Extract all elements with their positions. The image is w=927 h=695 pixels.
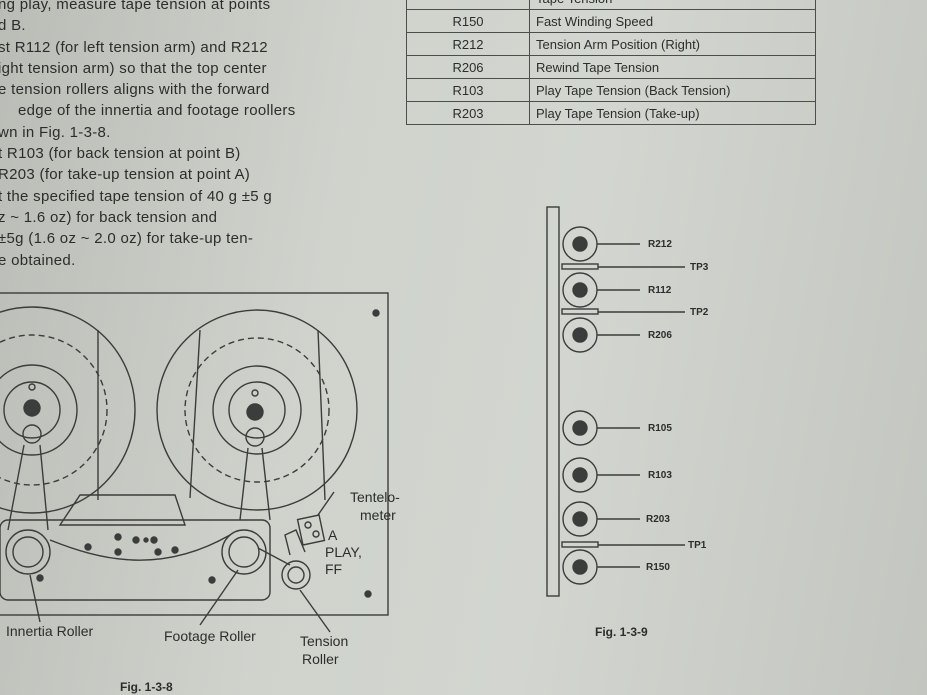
head-cover — [58, 494, 186, 526]
fig-1-3-9-caption: Fig. 1-3-9 — [595, 625, 648, 639]
label-tp2: TP2 — [690, 307, 709, 318]
tentelometer-label: meter — [360, 507, 396, 523]
pcb-board-edge — [546, 206, 560, 597]
text-line: t the specified tape tension of 40 g ±5 … — [0, 187, 273, 205]
text-line: t R103 (for back tension at point B) — [0, 145, 241, 163]
text-line: R203 (for take-up tension at point A) — [0, 166, 251, 184]
point-a-label: A — [328, 527, 338, 543]
label-r206: R206 — [648, 330, 672, 341]
label-r203: R203 — [646, 514, 670, 525]
left-reel — [0, 306, 136, 514]
text-line: ng play, measure tape tension at points — [0, 0, 271, 13]
ff-label: FF — [325, 561, 343, 577]
innertia-roller — [5, 529, 51, 575]
transport-plate — [0, 519, 271, 601]
text-line: e obtained. — [0, 251, 76, 269]
tension-roller-label: Tension — [300, 633, 349, 649]
text-line: e tension rollers aligns with the forwar… — [0, 81, 270, 99]
body-text: ng play, measure tape tension at points … — [0, 0, 348, 271]
text-line: edge of the innertia and footage rooller… — [18, 102, 296, 120]
trimmer-r112 — [562, 272, 640, 308]
footage-roller-label: Footage Roller — [164, 628, 256, 644]
right-reel — [156, 309, 358, 511]
text-line: z ~ 1.6 oz) for back tension and — [0, 208, 218, 226]
tension-roller — [281, 529, 311, 590]
trimmer-r203 — [562, 501, 640, 537]
tension-roller-label: Roller — [302, 651, 339, 667]
tentelometer-label: Tentelo- — [350, 489, 400, 505]
label-r105: R105 — [648, 423, 672, 434]
label-tp1: TP1 — [688, 540, 707, 551]
trimmer-r150 — [562, 549, 640, 585]
fig-1-3-8-caption: Fig. 1-3-8 — [120, 680, 173, 694]
label-r150: R150 — [646, 562, 670, 573]
text-line: st R112 (for left tension arm) and R212 — [0, 38, 268, 56]
text-line: ±5g (1.6 oz ~ 2.0 oz) for take-up ten- — [0, 230, 254, 248]
text-line: d B. — [0, 17, 26, 35]
text-line: ight tension arm) so that the top center — [0, 59, 267, 77]
label-r103: R103 — [648, 470, 672, 481]
test-point-tp3 — [561, 263, 685, 270]
text-line: wn in Fig. 1-3-8. — [0, 123, 111, 141]
trimmer-r206 — [562, 317, 640, 353]
trimmer-r105 — [562, 410, 640, 446]
trimmer-r103 — [562, 457, 640, 493]
play-label: PLAY, — [325, 544, 362, 560]
label-r112: R112 — [648, 285, 672, 296]
innertia-roller-label: Innertia Roller — [6, 623, 94, 639]
label-tp3: TP3 — [690, 262, 709, 273]
test-point-tp2 — [561, 308, 685, 315]
trimmer-r212 — [562, 226, 640, 262]
deck-outline — [0, 292, 389, 616]
label-r212: R212 — [648, 239, 672, 250]
test-point-tp1 — [561, 541, 685, 548]
